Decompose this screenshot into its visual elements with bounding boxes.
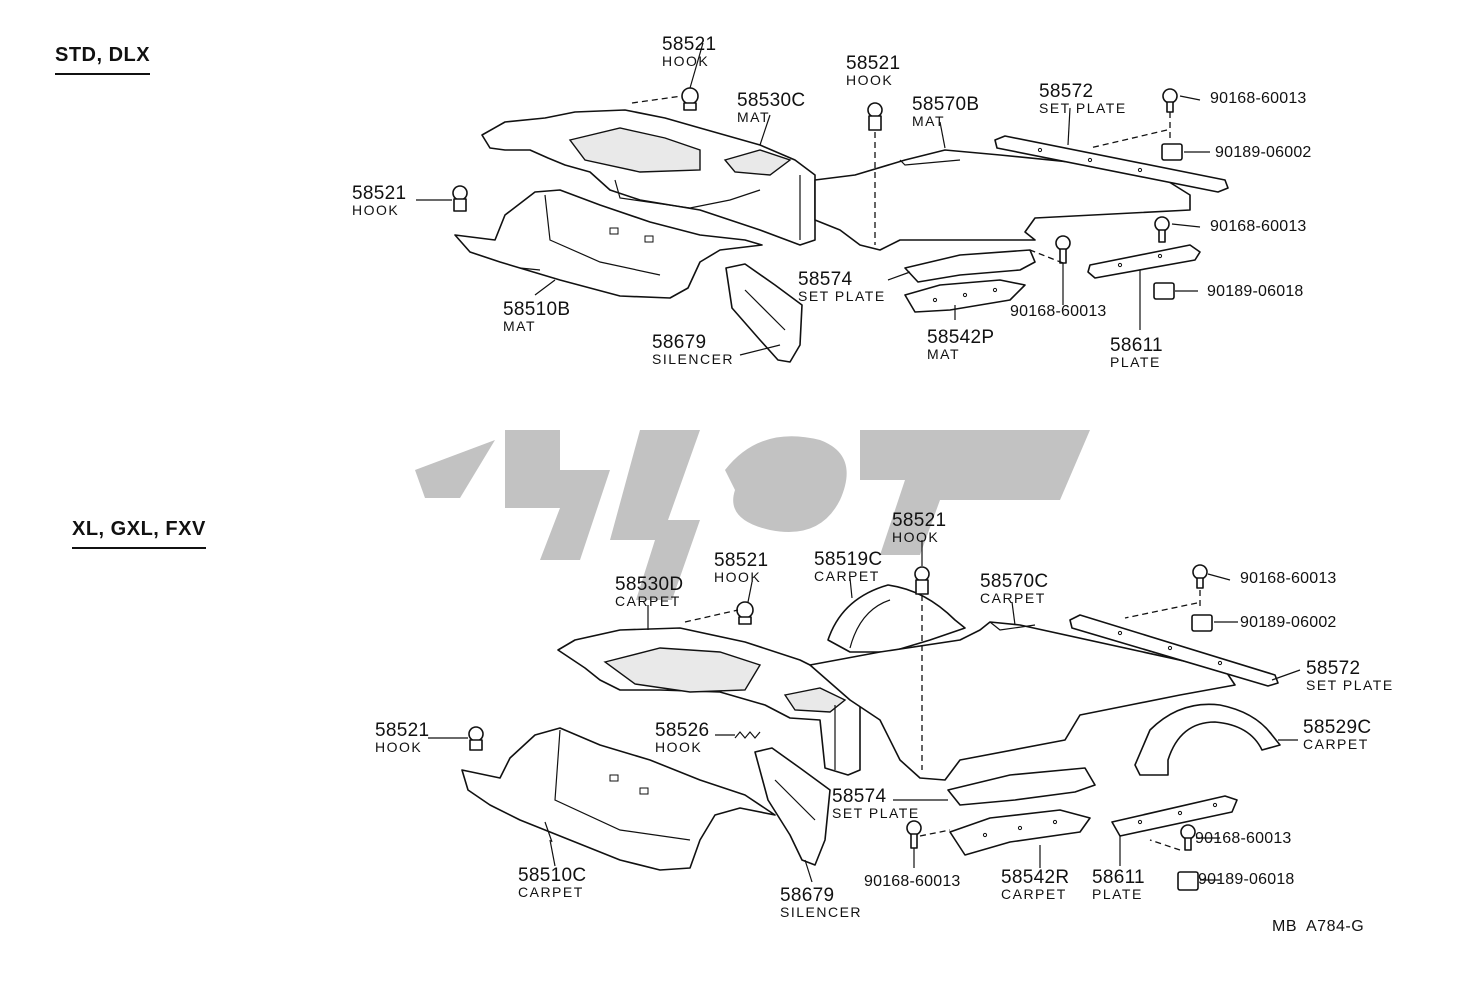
label-top-nut-1: 90189-06002 bbox=[1215, 144, 1312, 161]
hook-58526-icon bbox=[734, 731, 761, 739]
hook-icon bbox=[468, 726, 484, 751]
carpet-58529c-shape bbox=[1134, 703, 1281, 776]
bolt-icon bbox=[1162, 88, 1178, 113]
nut-icon bbox=[1191, 614, 1213, 632]
carpet-58570c-shape bbox=[809, 621, 1236, 781]
label-bottom-nut-1: 90189-06002 bbox=[1240, 614, 1337, 631]
bolt-icon bbox=[1055, 235, 1071, 264]
section-title-xl-gxl-fxv: XL, GXL, FXV bbox=[72, 518, 206, 549]
carpet-58519c-shape bbox=[827, 584, 966, 653]
set-plate-58572-bottom-shape bbox=[1069, 614, 1279, 687]
mat-58510b-shape bbox=[454, 189, 763, 299]
bolt-icon bbox=[1192, 564, 1208, 589]
section-title-std-dlx: STD, DLX bbox=[55, 44, 151, 75]
label-top-nut-2: 90189-06018 bbox=[1207, 283, 1304, 300]
label-top-bolt-2: 90168-60013 bbox=[1210, 218, 1307, 235]
label-bottom-nut-2: 90189-06018 bbox=[1198, 871, 1295, 888]
nut-icon bbox=[1153, 282, 1175, 300]
label-bottom-bolt-2: 90168-60013 bbox=[1195, 830, 1292, 847]
label-top-bolt-3: 90168-60013 bbox=[1010, 303, 1107, 320]
bolt-icon bbox=[1154, 216, 1170, 243]
hook-icon bbox=[914, 566, 930, 595]
mat-58570b-shape bbox=[814, 149, 1191, 251]
carpet-58530d-shape bbox=[557, 627, 861, 776]
plate-58611-top-shape bbox=[1087, 244, 1201, 279]
hook-icon bbox=[681, 87, 699, 111]
mat-58530c-shape bbox=[481, 109, 816, 246]
label-top-bolt-1: 90168-60013 bbox=[1210, 90, 1307, 107]
hook-icon bbox=[452, 185, 468, 212]
hook-icon bbox=[736, 601, 754, 625]
label-bottom-bolt-1: 90168-60013 bbox=[1240, 570, 1337, 587]
bolt-icon bbox=[906, 820, 922, 849]
bolt-icon bbox=[1180, 824, 1196, 851]
mat-58542p-shape bbox=[904, 279, 1026, 313]
set-plate-58572-top-shape bbox=[994, 135, 1229, 193]
silencer-58679-bottom-shape bbox=[754, 747, 831, 866]
nut-icon bbox=[1177, 871, 1199, 891]
hook-icon bbox=[867, 102, 883, 131]
set-plate-58574-bottom-shape bbox=[947, 767, 1096, 806]
silencer-58679-top-shape bbox=[725, 263, 803, 363]
nut-icon bbox=[1161, 143, 1183, 161]
carpet-58510c-shape bbox=[461, 727, 776, 871]
watermark-logo bbox=[415, 430, 1090, 600]
diagram-code: MB A784-G bbox=[1272, 918, 1365, 935]
label-bottom-bolt-3: 90168-60013 bbox=[864, 873, 961, 890]
plate-58611-bottom-shape bbox=[1111, 795, 1238, 837]
carpet-58542r-shape bbox=[949, 809, 1091, 856]
set-plate-58574-top-shape bbox=[904, 249, 1036, 283]
